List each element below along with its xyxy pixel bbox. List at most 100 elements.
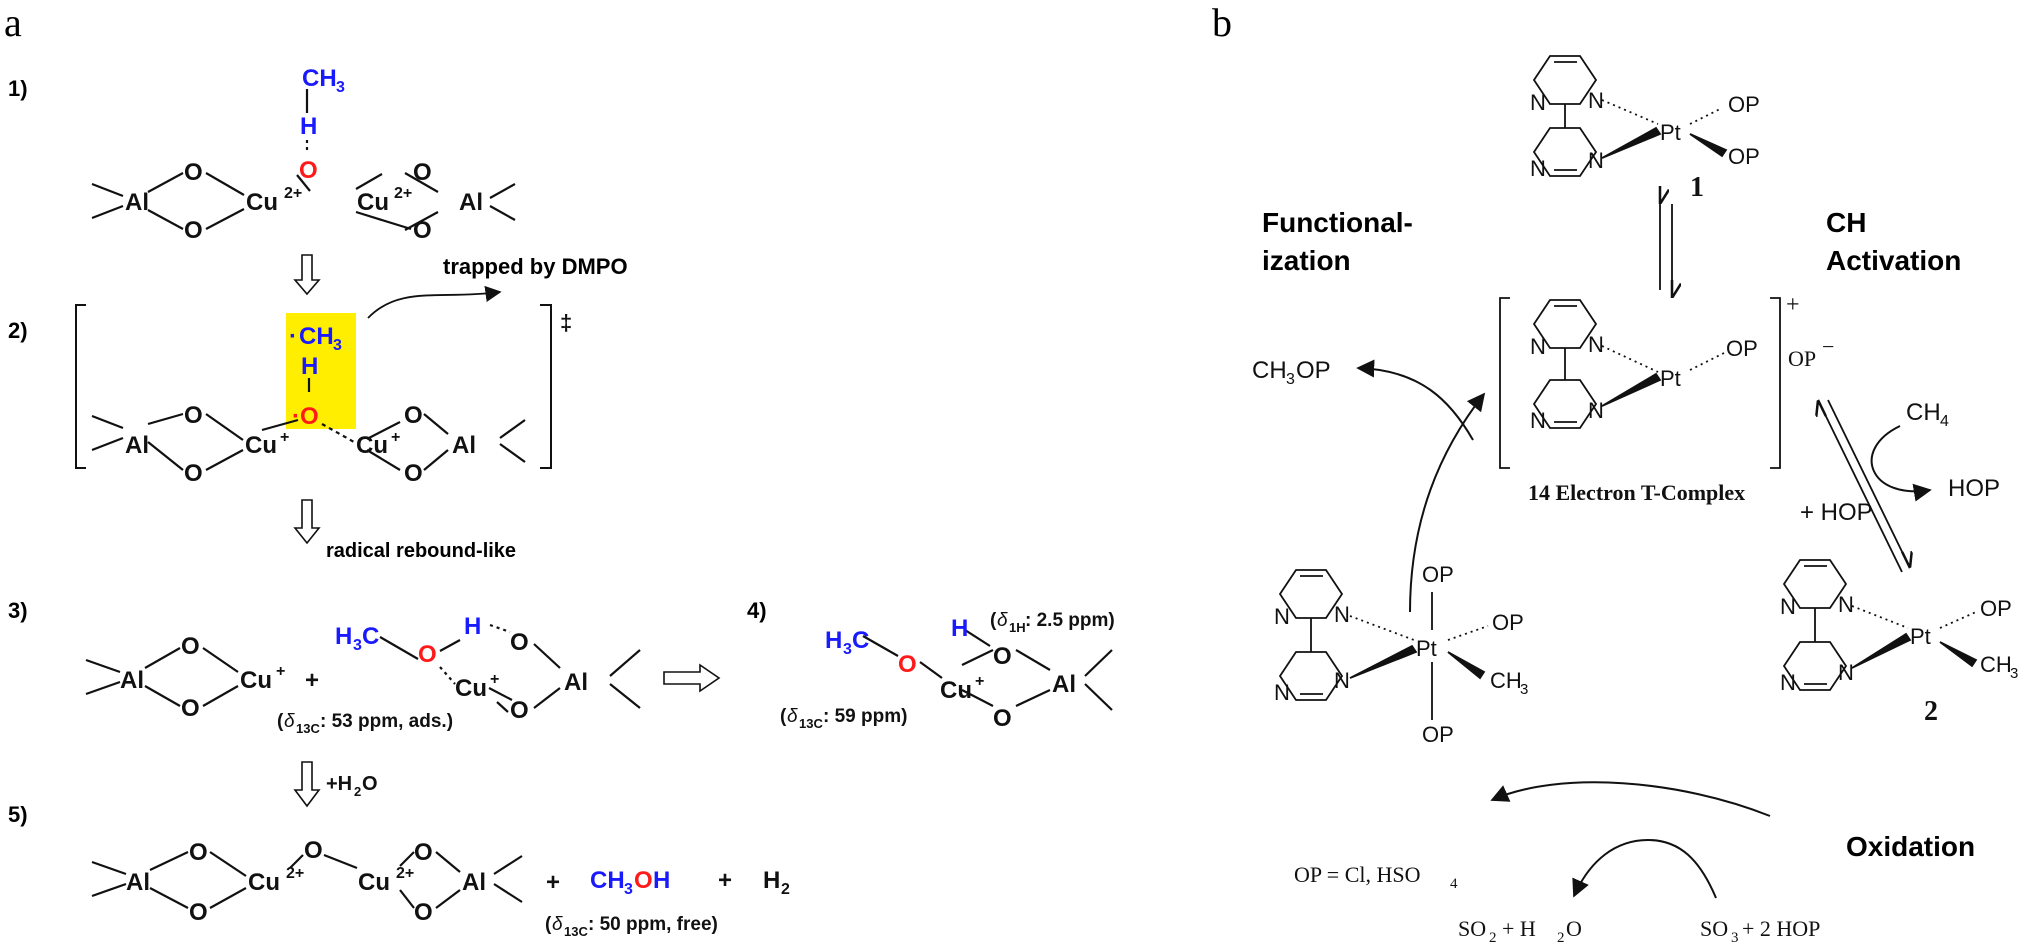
t-complex <box>1499 297 1781 469</box>
atoms-step-3: Al O O Cu + + H 3 C O H O Cu + O Al <box>120 613 588 724</box>
trapped-arrow <box>367 285 502 319</box>
hydrogen-sub: 2 <box>781 881 790 898</box>
methyl-sub: 3 <box>333 337 342 354</box>
atoms-step-2: Al O O Cu + · CH 3 H · O Cu + O O Al ‡ <box>125 310 572 487</box>
atom-o: O <box>181 633 200 660</box>
radical-dot: · <box>292 403 300 430</box>
atom-o: O <box>993 643 1012 670</box>
structure-step-1 <box>91 89 516 231</box>
step-label-3: 3) <box>8 598 28 623</box>
equilibrium-arrows <box>1660 204 1672 298</box>
atom-al: Al <box>120 667 144 694</box>
atom-o: O <box>181 695 200 722</box>
svg-text:OP: OP <box>1728 144 1760 169</box>
atom-h: H <box>464 613 481 640</box>
atom-cu: Cu <box>940 677 972 704</box>
atom-al: Al <box>462 869 486 896</box>
methane-reactant: CH 4 <box>1906 399 1949 430</box>
rebound-label: radical rebound-like <box>326 540 516 562</box>
cycle-arrow-left <box>1409 392 1486 613</box>
oxidation-label: Oxidation <box>1846 831 1975 862</box>
nmr-value: : 50 ppm, free) <box>588 914 718 935</box>
svg-text:N: N <box>1838 592 1854 617</box>
svg-text:SO: SO <box>1700 916 1728 941</box>
atom-o: O <box>404 460 423 487</box>
structure-step-5 <box>91 851 523 909</box>
nmr-step-4: ( δ 1H : 2.5 ppm) ( δ 13C : 59 ppm) <box>780 610 1115 731</box>
svg-text:N: N <box>1780 670 1796 695</box>
radical-highlight <box>286 313 356 429</box>
svg-text:N: N <box>1334 602 1350 627</box>
ch-activation-label-2: Activation <box>1826 245 1961 276</box>
plus-sign: + <box>305 667 319 694</box>
methoxy-sub: 3 <box>843 641 852 658</box>
charge: 2+ <box>284 185 302 202</box>
atoms-step-4: H 3 C O Cu + H O O Al <box>825 615 1076 732</box>
compound-2 <box>1782 559 1978 691</box>
svg-text:N: N <box>1530 156 1546 181</box>
charge: + <box>391 429 400 446</box>
svg-text:OP: OP <box>1422 722 1454 747</box>
atom-al: Al <box>452 432 476 459</box>
charge: + <box>276 663 285 680</box>
svg-text:+ H: + H <box>1502 916 1536 941</box>
structure-step-4 <box>862 629 1113 711</box>
atom-cu: Cu <box>245 432 277 459</box>
panel-b-letter: b <box>1212 0 1232 45</box>
methoxy-h: H <box>825 627 842 654</box>
svg-text:CH: CH <box>1906 399 1941 426</box>
hollow-arrow <box>293 499 321 545</box>
nmr-open: ( <box>780 706 787 727</box>
svg-text:SO: SO <box>1458 916 1486 941</box>
compound-1-atoms: N N N N Pt OP OP 1 <box>1530 88 1760 203</box>
methoxy-c: C <box>852 627 869 654</box>
atom-cu: Cu <box>358 869 390 896</box>
hollow-arrow <box>293 254 321 296</box>
svg-text:CH: CH <box>1252 357 1287 384</box>
svg-text:3: 3 <box>2010 665 2018 682</box>
atom-o-bridge: O <box>304 837 323 864</box>
op-definition: OP = Cl, HSO 4 <box>1294 862 1458 892</box>
t-complex-label: 14 Electron T-Complex <box>1528 480 1745 505</box>
atom-o: O <box>184 159 203 186</box>
nmr-nucleus: 13C <box>564 924 588 939</box>
atom-o: O <box>414 899 433 926</box>
oxidant: SO 3 + 2 HOP <box>1700 916 1820 946</box>
svg-text:CH: CH <box>1490 668 1522 693</box>
compound-1 <box>1532 55 1728 177</box>
atom-al: Al <box>1052 671 1076 698</box>
nmr-value: : 59 ppm) <box>823 706 907 727</box>
svg-text:N: N <box>1530 90 1546 115</box>
atom-h: H <box>300 113 317 140</box>
water-label: +H 2 O <box>326 773 378 799</box>
hop-product: HOP <box>1948 475 2000 502</box>
nmr-delta: δ <box>552 914 563 935</box>
methane-arrow <box>1870 425 1932 502</box>
svg-text:O: O <box>362 773 378 795</box>
methanol-o: O <box>634 867 653 894</box>
svg-text:OP: OP <box>1296 357 1331 384</box>
hollow-arrow <box>293 761 321 808</box>
atom-cu: Cu <box>248 869 280 896</box>
atom-o: O <box>184 217 203 244</box>
svg-text:+ 2 HOP: + 2 HOP <box>1742 916 1820 941</box>
functionalization-arrow <box>1356 359 1474 441</box>
step-label-1: 1) <box>8 76 28 101</box>
atom-o: O <box>510 629 529 656</box>
atom-o: O <box>189 899 208 926</box>
svg-text:+H: +H <box>326 773 352 795</box>
methyl-sub: 3 <box>336 79 345 96</box>
svg-text:2: 2 <box>1557 930 1565 946</box>
methoxy-sub: 3 <box>353 637 362 654</box>
ch3op-product: CH 3 OP <box>1252 357 1331 388</box>
atom-pt: Pt <box>1660 366 1681 391</box>
byproducts: SO 2 + H 2 O <box>1458 916 1582 946</box>
methanol-sub: 3 <box>624 881 633 898</box>
charge: + <box>490 671 499 688</box>
atom-o: O <box>184 460 203 487</box>
atom-al: Al <box>459 189 483 216</box>
trapped-label: trapped by DMPO <box>443 254 628 279</box>
step-label-2: 2) <box>8 318 28 343</box>
methanol-ch: CH <box>590 867 625 894</box>
